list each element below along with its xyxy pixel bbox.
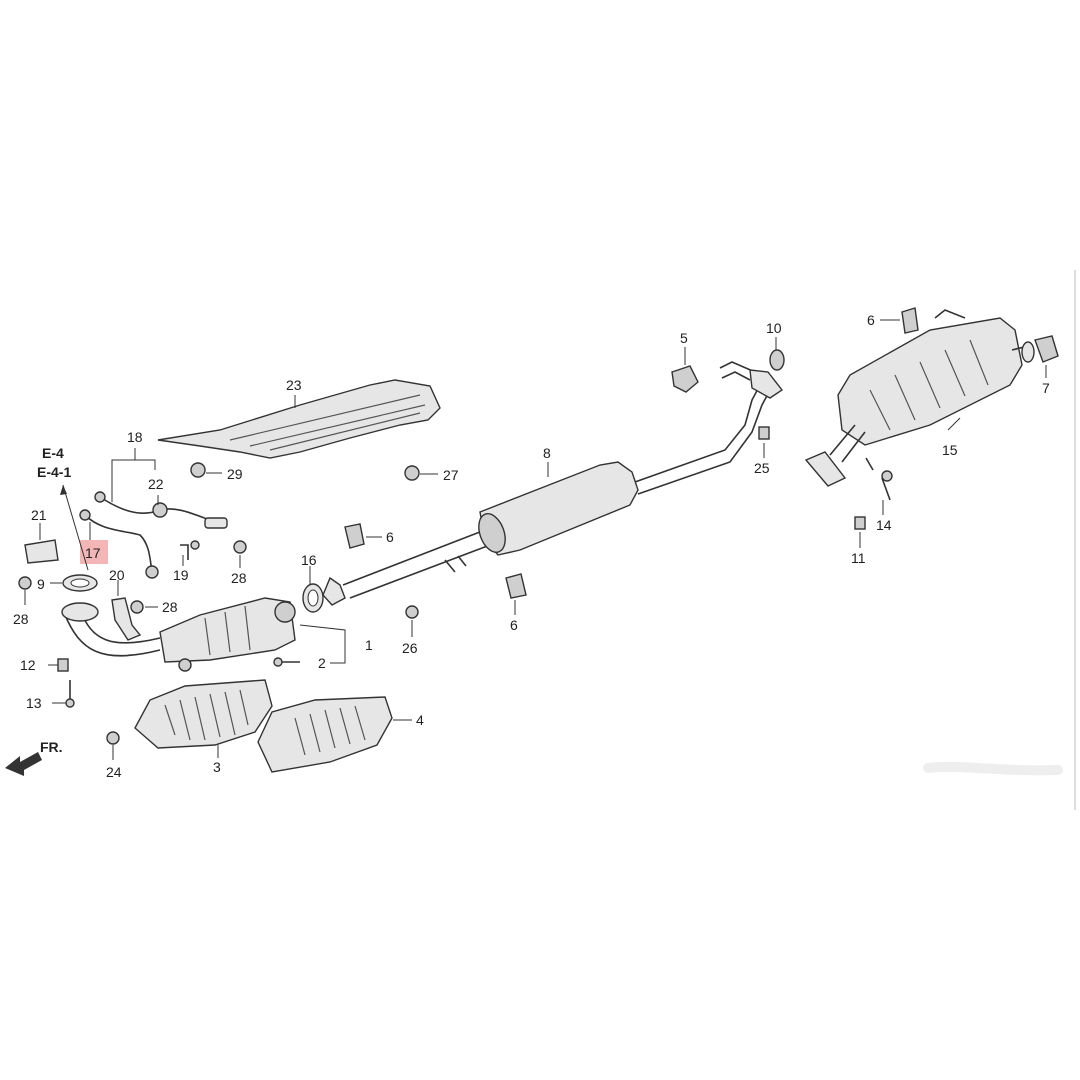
heat-shield-4 [257,696,393,773]
front-pipe-converter-1 [61,597,296,672]
callout-leaders [24,319,1047,760]
callout-9: 9 [37,576,45,592]
bolt-26 [405,605,419,619]
hanger-5 [671,365,699,393]
callout-25: 25 [754,460,770,476]
reference-label-e4: E-4 [42,445,64,461]
callout-27: 27 [443,467,459,483]
bracket-20 [111,597,142,641]
hanger-6-middle [344,523,365,549]
callout-17: 17 [85,545,101,561]
heat-shield-3 [134,679,273,749]
callout-6-middle: 6 [386,529,394,545]
callout-13: 13 [26,695,42,711]
pin-19 [180,540,200,560]
callout-20: 20 [109,567,125,583]
callout-28-mid: 28 [162,599,178,615]
bracket-21 [24,539,59,564]
nut-11 [854,516,866,530]
bolt-27 [404,465,438,481]
front-direction-arrow [5,752,42,776]
callout-24: 24 [106,764,122,780]
direction-label: FR. [40,739,63,755]
callout-12: 12 [20,657,36,673]
gasket-16 [302,583,324,613]
oxygen-sensor-17 [79,509,159,579]
nut-24 [106,731,120,745]
callout-5: 5 [680,330,688,346]
stud-13 [65,680,75,708]
leader-18 [111,459,156,502]
callout-23: 23 [286,377,302,393]
callout-15: 15 [942,442,958,458]
callout-6-lower: 6 [510,617,518,633]
callout-4: 4 [416,712,424,728]
hanger-7 [1034,335,1059,363]
callout-26: 26 [402,640,418,656]
nut-25 [758,426,770,440]
callout-21: 21 [31,507,47,523]
callout-28-top: 28 [231,570,247,586]
oxygen-sensor-18 [94,491,228,529]
bolt-28-top [233,540,247,554]
hanger-6-top [901,307,919,334]
callout-2: 2 [318,655,326,671]
callout-10: 10 [766,320,782,336]
callout-22: 22 [148,476,164,492]
gasket-10 [769,349,785,371]
muffler-15 [804,309,1035,487]
callout-28-left: 28 [13,611,29,627]
callout-16: 16 [301,552,317,568]
callout-14: 14 [876,517,892,533]
callout-8: 8 [543,445,551,461]
callout-29: 29 [227,466,243,482]
reference-leader [62,484,89,571]
hanger-6-lower [505,573,527,599]
bolt-2 [273,657,300,667]
heat-shield-23 [157,379,441,459]
gasket-9 [62,574,98,592]
callout-3: 3 [213,759,221,775]
nut-12 [57,658,69,672]
callout-18: 18 [127,429,143,445]
middle-pipe-8 [322,361,784,606]
bolt-29 [190,462,222,478]
reference-label-e41: E-4-1 [37,464,71,480]
callout-1: 1 [365,637,373,653]
callout-6-top: 6 [867,312,875,328]
faint-mark [923,761,1063,776]
callout-19: 19 [173,567,189,583]
leader-1 [299,624,346,664]
bolt-28-mid [130,600,144,614]
callout-7: 7 [1042,380,1050,396]
bolt-14 [865,457,893,501]
callout-11: 11 [851,550,866,566]
reference-arrowhead [60,485,67,495]
nut-28-left [18,576,32,590]
